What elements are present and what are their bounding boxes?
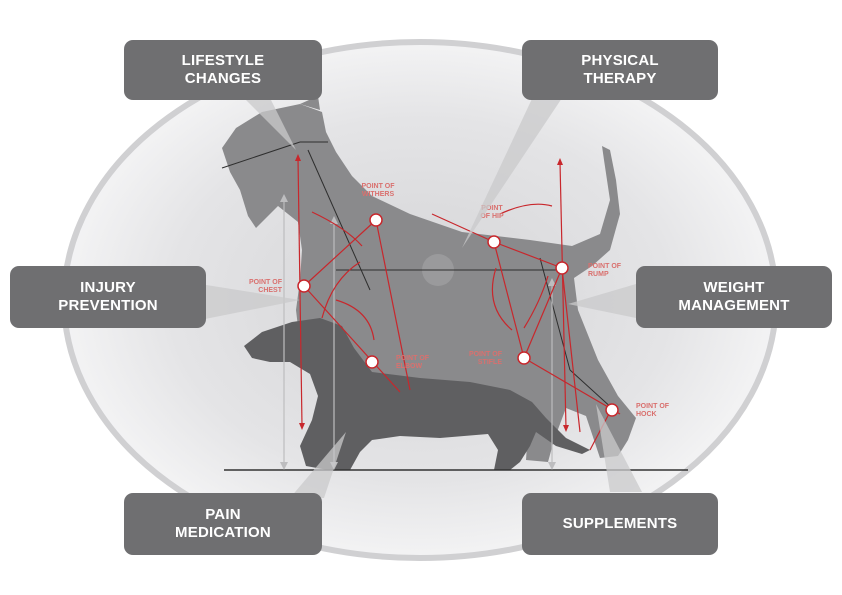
point-elbow-marker: [365, 355, 379, 369]
elbow-label-l1: POINT OF: [396, 355, 430, 362]
withers-label-l2: WITHERS: [362, 191, 395, 198]
point-hip-marker: [487, 235, 501, 249]
lifestyle-changes-callout: LIFESTYLE CHANGES: [124, 40, 322, 100]
rump-label-l2: RUMP: [588, 271, 609, 278]
rump-label-l1: POINT OF: [588, 263, 622, 270]
chest-label-l2: CHEST: [258, 287, 282, 294]
hock-label-l1: POINT OF: [636, 403, 670, 410]
dachshund-silhouette: [244, 318, 590, 470]
injury-prevention-callout: INJURY PREVENTION: [10, 266, 206, 328]
pain-medication-callout: PAIN MEDICATION: [124, 493, 322, 555]
measurement-lines: [221, 141, 615, 411]
point-withers-marker: [369, 213, 383, 227]
angle-lines: [297, 157, 621, 451]
physical-therapy-callout: PHYSICAL THERAPY: [522, 40, 718, 100]
hock-label-l2: HOCK: [636, 411, 657, 418]
supplements-callout: SUPPLEMENTS: [522, 493, 718, 555]
hip-label-l2: OF HIP: [480, 213, 504, 220]
stifle-label-l1: POINT OF: [469, 351, 503, 358]
elbow-label-l2: ELBOW: [396, 363, 422, 370]
chest-label-l1: POINT OF: [249, 279, 283, 286]
weight-management-callout: WEIGHT MANAGEMENT: [636, 266, 832, 328]
point-rump-marker: [555, 261, 569, 275]
withers-label-l1: POINT OF: [361, 183, 395, 190]
joint-points: [297, 213, 619, 417]
stifle-label-l2: STIFLE: [478, 359, 502, 366]
point-stifle-marker: [517, 351, 531, 365]
point-hock-marker: [605, 403, 619, 417]
hip-label-l1: POINT: [481, 205, 503, 212]
angle-arrowheads: [295, 154, 569, 432]
point-chest-marker: [297, 279, 311, 293]
